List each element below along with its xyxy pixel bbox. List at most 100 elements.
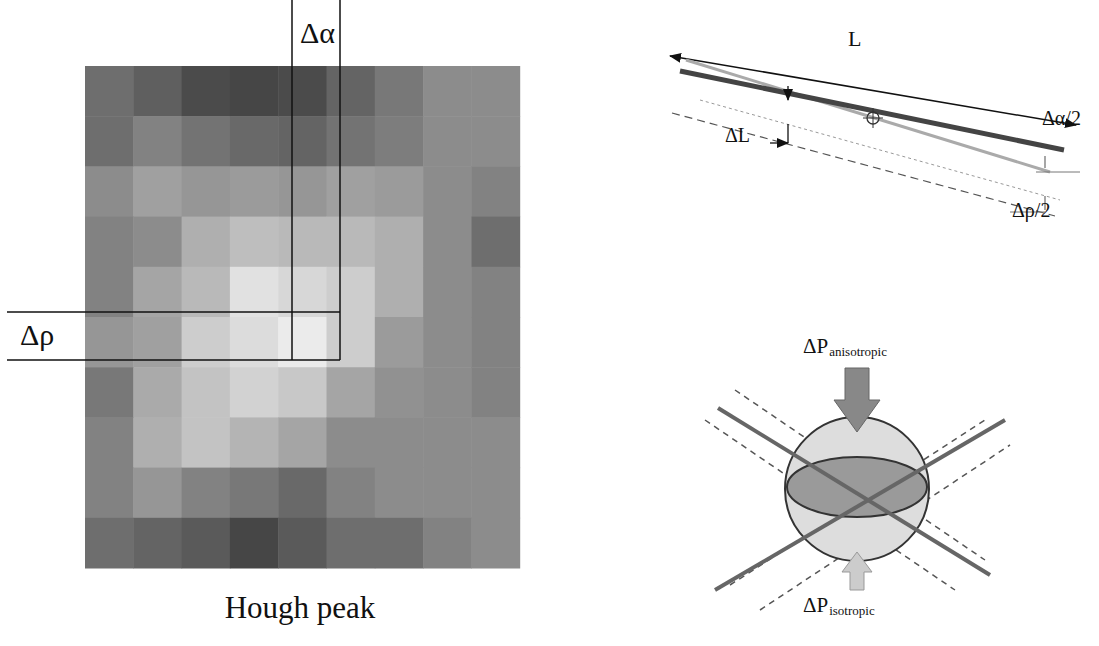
hough-cell: [230, 417, 279, 468]
hough-cell: [327, 116, 376, 167]
hough-cell: [278, 217, 327, 268]
cell-markers: [7, 0, 340, 360]
hough-cell: [278, 468, 327, 519]
hough-cell: [375, 468, 424, 519]
hough-cell: [423, 367, 472, 418]
hough-cell: [278, 417, 327, 468]
pressure-sphere: [705, 368, 1010, 610]
hough-cell: [230, 468, 279, 519]
hough-cell: [133, 468, 182, 519]
hough-cell: [327, 267, 376, 318]
hough-cell: [278, 116, 327, 167]
hough-cell: [423, 116, 472, 167]
hough-cell: [327, 518, 376, 569]
pressure-label: ΔP: [803, 595, 828, 616]
hough-cell: [471, 468, 520, 519]
line-geometry: [670, 56, 1080, 216]
hough-cell: [85, 367, 134, 418]
dimension-label: Δα/2: [1042, 108, 1081, 128]
hough-cell: [327, 66, 376, 117]
hough-cell: [375, 116, 424, 167]
hough-cell: [423, 417, 472, 468]
hough-cell: [230, 66, 279, 117]
hough-cell: [85, 116, 134, 167]
hough-cell: [375, 267, 424, 318]
hough-cell: [278, 66, 327, 117]
hough-cell: [278, 166, 327, 217]
hough-cell: [182, 417, 231, 468]
hough-cell: [85, 518, 134, 569]
hough-cell: [230, 518, 279, 569]
hough-cell: [327, 166, 376, 217]
hough-cell: [133, 66, 182, 117]
hough-cell: [423, 468, 472, 519]
hough-cell: [471, 317, 520, 368]
hough-cell: [471, 267, 520, 318]
hough-cell: [133, 518, 182, 569]
hough-cell: [471, 217, 520, 268]
hough-cell: [182, 468, 231, 519]
hough-cell: [85, 166, 134, 217]
pressure-label: ΔP: [803, 336, 828, 357]
hough-cell: [230, 166, 279, 217]
hough-cell: [471, 417, 520, 468]
hough-cell: [85, 267, 134, 318]
hough-cell: [375, 166, 424, 217]
hough-cell: [423, 518, 472, 569]
hough-cell: [423, 267, 472, 318]
hough-cell: [85, 217, 134, 268]
figure-caption: Hough peak: [225, 592, 376, 623]
hough-cell: [423, 66, 472, 117]
hough-cell: [327, 217, 376, 268]
hough-cell: [471, 116, 520, 167]
hough-cell: [278, 267, 327, 318]
hough-cell: [423, 217, 472, 268]
hough-grid: [85, 66, 520, 569]
hough-cell: [182, 367, 231, 418]
hough-cell: [327, 417, 376, 468]
hough-cell: [471, 367, 520, 418]
hough-cell: [133, 116, 182, 167]
hough-cell: [85, 417, 134, 468]
hough-cell: [471, 66, 520, 117]
dimension-label: ΔL: [725, 125, 750, 145]
axis-label: Δρ: [20, 320, 54, 350]
hough-cell: [133, 217, 182, 268]
hough-cell: [133, 417, 182, 468]
hough-cell: [278, 367, 327, 418]
hough-cell: [327, 367, 376, 418]
hough-cell: [182, 267, 231, 318]
hough-cell: [85, 468, 134, 519]
hough-cell: [423, 317, 472, 368]
hough-cell: [182, 116, 231, 167]
subscript: isotropic: [829, 604, 875, 617]
hough-cell: [375, 317, 424, 368]
hough-cell: [375, 417, 424, 468]
hough-cell: [327, 468, 376, 519]
hough-cell: [230, 217, 279, 268]
hough-cell: [230, 367, 279, 418]
hough-cell: [133, 367, 182, 418]
hough-cell: [182, 217, 231, 268]
axis-label: Δα: [300, 18, 335, 48]
hough-cell: [471, 518, 520, 569]
hough-cell: [230, 116, 279, 167]
hough-cell: [133, 166, 182, 217]
hough-cell: [182, 518, 231, 569]
subscript: anisotropic: [829, 345, 887, 358]
dimension-label: L: [848, 28, 861, 50]
hough-cell: [423, 166, 472, 217]
hough-cell: [278, 518, 327, 569]
hough-cell: [85, 66, 134, 117]
hough-cell: [182, 66, 231, 117]
hough-cell: [471, 166, 520, 217]
hough-cell: [375, 518, 424, 569]
hough-cell: [375, 367, 424, 418]
hough-cell: [375, 217, 424, 268]
hough-cell: [133, 267, 182, 318]
hough-cell: [230, 267, 279, 318]
dimension-label: Δρ/2: [1012, 200, 1050, 220]
hough-cell: [375, 66, 424, 117]
hough-cell: [182, 166, 231, 217]
